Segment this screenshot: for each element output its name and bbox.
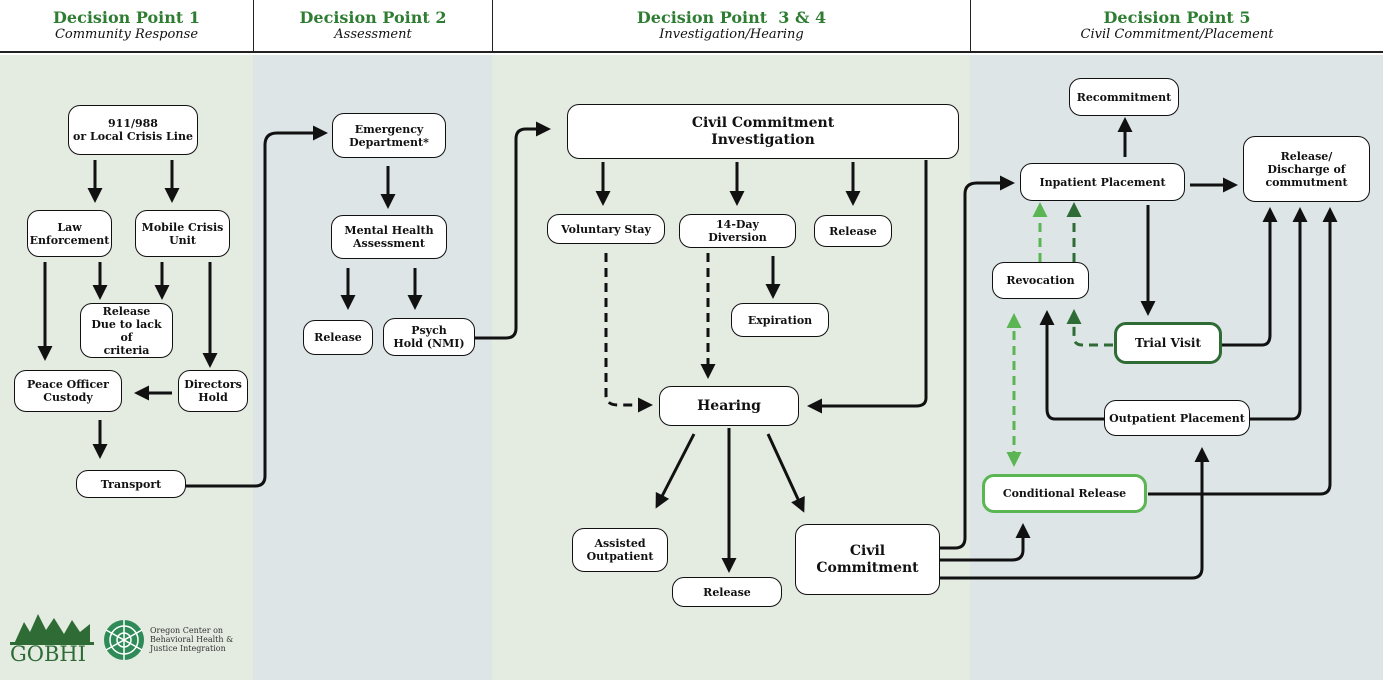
header-decision-point-1: Decision Point 1 Community Response	[0, 0, 254, 53]
header-subtitle: Community Response	[54, 27, 199, 42]
arrow	[1148, 207, 1338, 496]
hexagon-mandala-icon	[104, 620, 144, 660]
node-peace-officer-custody: Peace Officer Custody	[14, 370, 122, 412]
header-title: Decision Point 1	[53, 8, 200, 27]
header-subtitle: Assessment	[334, 27, 412, 42]
node-hearing: Hearing	[659, 386, 799, 426]
arrow	[807, 160, 928, 414]
header-title: Decision Point 5	[1103, 8, 1251, 27]
node-inpatient-placement: Inpatient Placement	[1020, 163, 1185, 201]
node-mobile-crisis-unit: Mobile Crisis Unit	[135, 210, 230, 257]
header-decision-point-2: Decision Point 2 Assessment	[254, 0, 493, 53]
node-revocation: Revocation	[992, 262, 1089, 299]
header-decision-point-5: Decision Point 5 Civil Commitment/Placem…	[971, 0, 1383, 53]
oregon-center-logo: Oregon Center on Behavioral Health & Jus…	[102, 618, 242, 668]
oregon-center-name: Oregon Center on Behavioral Health & Jus…	[150, 626, 234, 653]
gobhi-wordmark: GOBHI	[10, 642, 87, 666]
node-crisis-line: 911/988 or Local Crisis Line	[68, 105, 198, 155]
node-civil-commitment: Civil Commitment	[795, 524, 940, 595]
node-outpatient-placement: Outpatient Placement	[1104, 400, 1250, 436]
header-title: Decision Point 3 & 4	[636, 8, 827, 27]
node-directors-hold: Directors Hold	[178, 370, 248, 412]
node-transport: Transport	[76, 470, 186, 498]
arrow	[1250, 207, 1308, 421]
arrow	[655, 433, 696, 509]
arrow	[1222, 207, 1278, 347]
node-law-enforcement: Law Enforcement	[27, 210, 112, 257]
node-trial-visit: Trial Visit	[1114, 322, 1222, 364]
node-release-investigation: Release	[814, 215, 892, 247]
dashed-arrow	[604, 253, 653, 413]
dashed-green-arrow	[1066, 309, 1113, 347]
node-assisted-outpatient: Assisted Outpatient	[572, 528, 668, 572]
header-subtitle: Investigation/Hearing	[659, 27, 804, 42]
column-bg-2	[253, 55, 492, 680]
arrow	[766, 433, 805, 513]
node-recommitment: Recommitment	[1069, 78, 1179, 116]
node-civil-commitment-investigation: Civil Commitment Investigation	[567, 104, 959, 159]
arrow	[940, 175, 1015, 550]
node-expiration: Expiration	[731, 303, 829, 337]
gobhi-logo: GOBHI	[10, 608, 94, 668]
arrow	[1039, 310, 1105, 421]
tree-icon	[10, 614, 94, 645]
header-subtitle: Civil Commitment/Placement	[1080, 27, 1274, 42]
node-emergency-department: Emergency Department*	[332, 113, 446, 158]
node-voluntary-stay: Voluntary Stay	[547, 214, 665, 244]
node-release-dp2: Release	[303, 320, 373, 355]
arrow	[475, 121, 551, 340]
node-14-day-diversion: 14-Day Diversion	[679, 214, 796, 248]
node-release-hearing: Release	[672, 577, 782, 607]
node-release-discharge: Release/ Discharge of commutment	[1243, 136, 1370, 202]
header-decision-point-3-4: Decision Point 3 & 4 Investigation/Heari…	[493, 0, 971, 53]
header-title: Decision Point 2	[299, 8, 447, 27]
node-psych-hold: Psych Hold (NMI)	[383, 318, 475, 356]
arrow	[940, 523, 1031, 562]
node-mental-health-assessment: Mental Health Assessment	[331, 215, 447, 259]
node-release-lack-of-criteria: Release Due to lack of criteria	[80, 303, 173, 358]
arrow	[940, 447, 1210, 580]
arrow	[186, 125, 328, 488]
node-conditional-release: Conditional Release	[982, 474, 1147, 513]
